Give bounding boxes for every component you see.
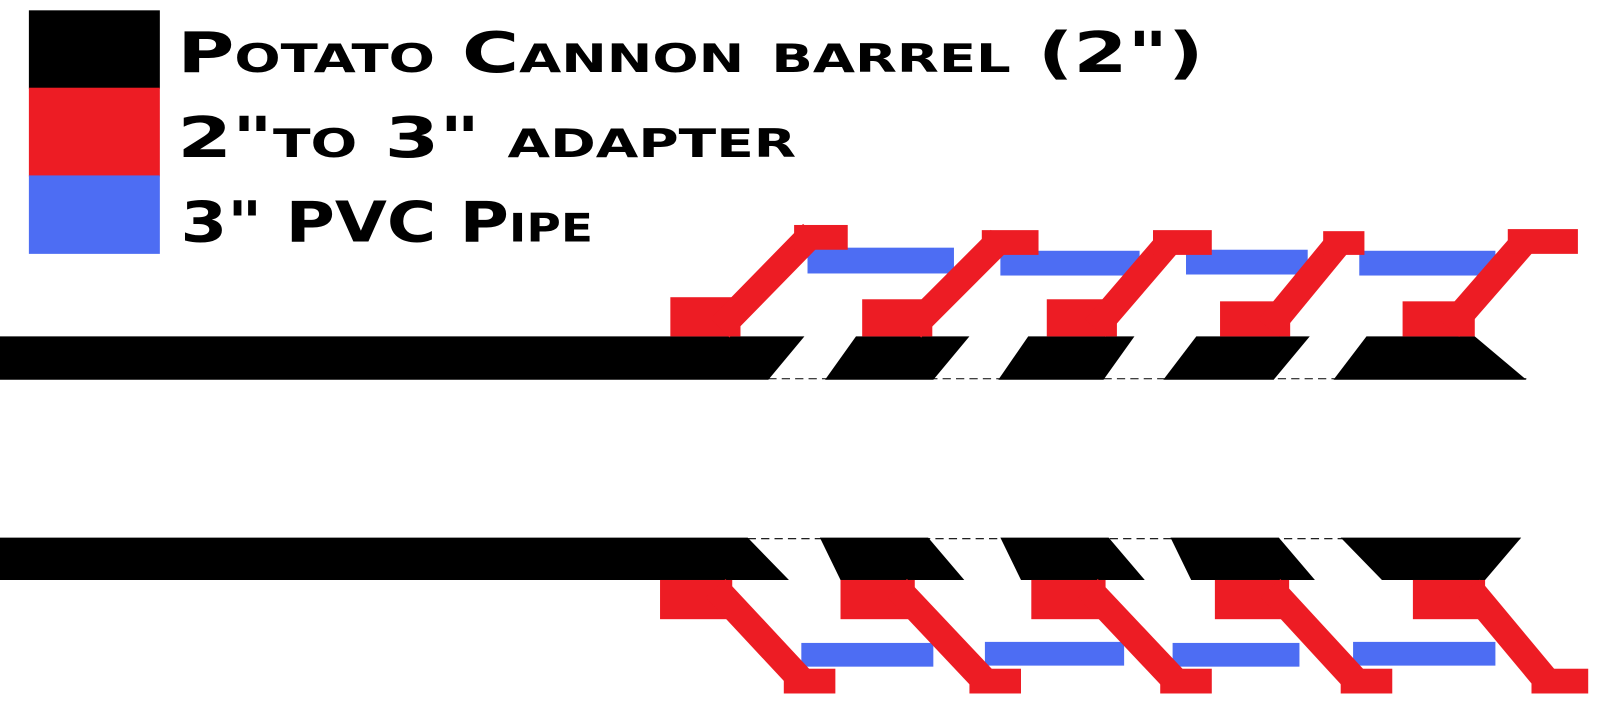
adapter xyxy=(840,579,1021,694)
barrel-segment xyxy=(1340,537,1522,580)
legend-label-barrel: Potato Cannon barrel (2") xyxy=(177,21,1203,86)
barrel-segment xyxy=(998,336,1135,380)
bottom-assembly xyxy=(0,537,1589,694)
legend-label-pipe: 3" PVC Pipe xyxy=(180,190,593,255)
barrel-segment xyxy=(825,336,970,380)
adapter xyxy=(1412,579,1589,694)
adapter xyxy=(1214,579,1393,694)
adapter xyxy=(1402,229,1578,337)
barrel-segment xyxy=(1000,537,1145,580)
pvc-pipe xyxy=(984,641,1125,666)
barrel xyxy=(0,336,805,380)
legend-swatch-pipe xyxy=(28,175,160,254)
top-assembly xyxy=(0,223,1578,380)
pvc-pipe xyxy=(1353,641,1496,666)
pvc-pipe xyxy=(801,642,934,667)
adapter xyxy=(1031,579,1212,694)
adapter xyxy=(862,229,1039,338)
legend: Potato Cannon barrel (2") 2"to 3" adapte… xyxy=(28,10,1204,255)
adapter xyxy=(1046,230,1212,337)
legend-swatch-adapter xyxy=(28,87,160,177)
pvc-pipe xyxy=(1172,642,1300,667)
adapter xyxy=(670,223,848,338)
barrel-segment xyxy=(1170,537,1315,580)
barrel-segment xyxy=(1333,336,1527,380)
pvc-pipe xyxy=(807,247,954,274)
legend-swatch-barrel xyxy=(28,10,160,89)
adapter xyxy=(1220,231,1365,337)
pvc-pipe xyxy=(1359,250,1496,276)
barrel-segment xyxy=(1163,336,1310,380)
adapter xyxy=(660,579,836,694)
barrel-segment xyxy=(819,537,965,580)
barrel xyxy=(0,537,789,580)
legend-label-adapter: 2"to 3" adapter xyxy=(177,106,796,171)
